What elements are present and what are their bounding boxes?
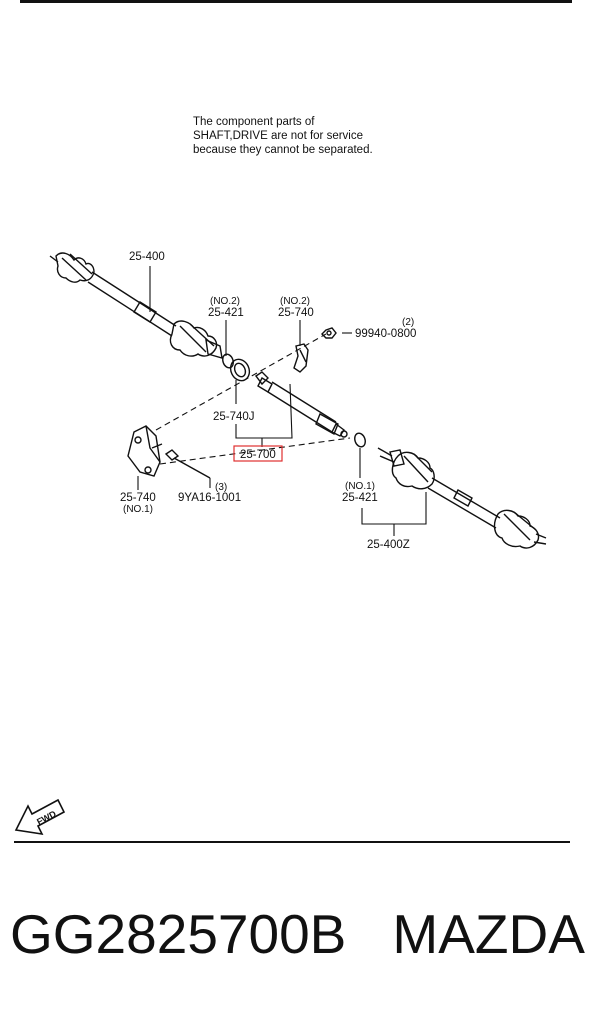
label-25-421-no1: 25-421: [342, 492, 378, 504]
label-25-400z: 25-400Z: [367, 539, 410, 551]
label-25-700: 25-700: [240, 449, 276, 461]
joint-shaft[interactable]: [254, 371, 348, 438]
label-25-400: 25-400: [129, 251, 165, 263]
bearing[interactable]: [227, 356, 253, 384]
label-25-421-no2: 25-421: [208, 307, 244, 319]
label-25-740-no1-tag: (NO.1): [123, 504, 153, 515]
fwd-arrow-icon: FWD: [14, 798, 66, 836]
assembly-lines: [155, 333, 351, 465]
screw[interactable]: [164, 449, 211, 479]
label-25-740-no1: 25-740: [120, 492, 156, 504]
label-screw-qty: (3): [215, 482, 227, 493]
highlight-box: [233, 445, 283, 462]
clip-no1[interactable]: [353, 432, 367, 449]
bracket-no2[interactable]: [293, 343, 309, 373]
brand-name: MAZDA: [392, 903, 585, 965]
bracket-no1[interactable]: [127, 425, 163, 477]
label-25-740-no2-tag: (NO.2): [280, 296, 310, 307]
nut[interactable]: [321, 327, 337, 339]
leader-lines: [137, 266, 427, 536]
label-9ya16-1001: 9YA16-1001: [178, 492, 241, 504]
label-25-421-no1-tag: (NO.1): [345, 481, 375, 492]
label-25-740-no2: 25-740: [278, 307, 314, 319]
label-25-740j: 25-740J: [213, 411, 255, 423]
label-25-421-no2-tag: (NO.2): [210, 296, 240, 307]
note-line-1: The component parts of: [193, 116, 315, 128]
note-line-2: SHAFT,DRIVE are not for service: [193, 130, 363, 142]
bottom-rule: [14, 841, 570, 843]
service-note: The component parts of SHAFT,DRIVE are n…: [193, 115, 433, 157]
label-99940-0800: 99940-0800: [355, 328, 416, 340]
part-number: GG2825700B: [10, 903, 347, 965]
right-drive-shaft[interactable]: [377, 447, 547, 549]
parts-diagram: 25-400 (NO.2) 25-421 (NO.2) 25-740 (2) 9…: [14, 251, 547, 836]
caption: GG2825700B MAZDA: [10, 896, 595, 976]
label-bolt-qty: (2): [402, 317, 414, 328]
note-line-3: because they cannot be separated.: [193, 144, 373, 156]
left-drive-shaft[interactable]: [49, 252, 223, 359]
top-rule: [20, 0, 572, 3]
